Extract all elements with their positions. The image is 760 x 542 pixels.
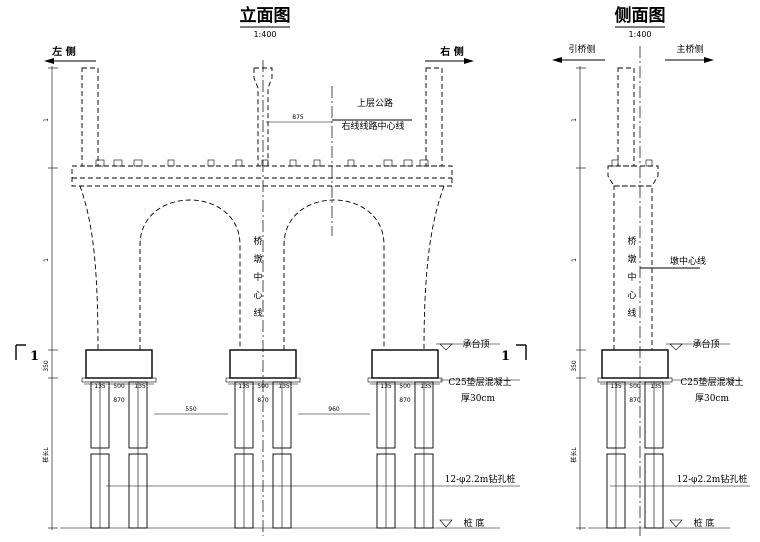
svg-text:1: 1 — [571, 258, 578, 262]
svg-text:135: 135 — [134, 383, 146, 390]
svg-text:135: 135 — [650, 383, 662, 390]
left-arch — [139, 199, 241, 350]
svg-text:500: 500 — [257, 383, 269, 390]
pier-center-char-3: 中 — [253, 271, 262, 283]
svg-text:1: 1 — [501, 349, 510, 364]
svg-text:500: 500 — [113, 383, 125, 390]
svg-text:135: 135 — [278, 383, 290, 390]
svg-text:桩长L: 桩长L — [570, 447, 578, 463]
svg-text:500: 500 — [629, 383, 641, 390]
left-arrow-icon — [44, 58, 54, 64]
svg-text:350: 350 — [571, 360, 578, 372]
upper-road-label: 上层公路 — [357, 97, 393, 109]
side-cushion-thickness-label: 厚30cm — [695, 393, 729, 404]
left-upper-column — [81, 67, 99, 167]
side-upper-column — [617, 67, 635, 167]
main-arrow-icon — [704, 57, 714, 63]
side-pier-char-2: 墩 — [627, 253, 636, 265]
pier-center-char-1: 桥 — [253, 235, 262, 247]
side-cushion-label: C25垫层混凝土 — [680, 376, 743, 388]
piles-label: 12-φ2.2m钻孔桩 — [445, 473, 516, 485]
right-upper-column — [425, 67, 443, 167]
dim-pier-height: 1 — [43, 258, 50, 262]
side-pier-char-1: 桥 — [627, 235, 636, 247]
pier-center-char-2: 墩 — [253, 253, 262, 265]
left-cushion — [81, 377, 157, 383]
side-pile-bottom-label: 桩 底 — [694, 517, 715, 529]
cushion-label: C25垫层混凝土 — [448, 376, 511, 388]
left-side-label: 左 侧 — [51, 45, 75, 58]
dim-pile-length: 桩长L — [42, 447, 50, 463]
dim-cap-height: 350 — [43, 360, 50, 372]
side-pier-char-4: 心 — [627, 290, 636, 301]
section-mark-left: 1 — [15, 344, 39, 364]
dim-550: 550 — [185, 406, 197, 413]
pier-center-char-4: 心 — [253, 290, 262, 301]
svg-text:870: 870 — [257, 397, 269, 404]
right-line-center-label: 右线线路中心线 — [341, 120, 404, 132]
pier-center-char-5: 线 — [253, 307, 262, 319]
bearings — [95, 159, 429, 167]
dim-top-height: 1 — [43, 118, 50, 122]
middle-upper-column — [253, 67, 273, 166]
right-side-label: 右 侧 — [439, 45, 463, 58]
elevation-scale: 1:400 — [253, 30, 276, 39]
left-pile-cap — [85, 349, 153, 379]
dim-960: 960 — [328, 406, 340, 413]
svg-text:1: 1 — [571, 118, 578, 122]
side-title: 侧面图 — [615, 5, 666, 26]
cap-top-marker-icon — [439, 343, 453, 351]
side-crossbeam — [607, 165, 659, 187]
side-scale: 1:400 — [628, 30, 651, 39]
svg-text:500: 500 — [399, 383, 411, 390]
side-piles-label: 12-φ2.2m钻孔桩 — [677, 473, 748, 485]
side-view: 侧面图 1:400 引桥侧 主桥侧 1 1 350 桩长L 墩中心线 桥 墩 中… — [552, 5, 750, 536]
right-arrow-icon — [464, 58, 474, 64]
section-mark-right: 1 — [501, 344, 527, 364]
pier-right-edge — [423, 185, 445, 351]
side-pier-char-5: 线 — [627, 307, 636, 319]
approach-arrow-icon — [552, 57, 562, 63]
right-pile-cap — [371, 349, 439, 379]
svg-text:870: 870 — [399, 397, 411, 404]
pile-bottom-marker-icon — [439, 519, 453, 528]
cushion-thickness-label: 厚30cm — [461, 393, 495, 404]
side-pile-cap — [601, 349, 669, 379]
right-arch — [283, 199, 385, 350]
middle-cushion — [225, 377, 301, 383]
side-pier-char-3: 中 — [627, 271, 636, 283]
dim-875: 875 — [292, 114, 304, 121]
side-pile-bottom-marker-icon — [669, 519, 683, 528]
crossbeam — [71, 165, 453, 187]
elevation-title: 立面图 — [240, 5, 291, 26]
side-cap-top-label: 承台顶 — [692, 338, 719, 350]
approach-side-label: 引桥侧 — [568, 43, 595, 55]
cap-top-label: 承台顶 — [462, 338, 489, 350]
svg-text:870: 870 — [629, 397, 641, 404]
elevation-view: 立面图 1:400 左 侧 右 侧 1 1 350 桩长L — [15, 5, 527, 536]
pier-left-edge — [79, 185, 99, 351]
side-pier-center-label: 墩中心线 — [670, 255, 706, 267]
svg-text:1: 1 — [30, 349, 39, 364]
svg-text:135: 135 — [420, 383, 432, 390]
pile-bottom-label: 桩 底 — [464, 517, 485, 529]
side-cap-top-marker-icon — [669, 343, 683, 351]
main-side-label: 主桥侧 — [676, 43, 703, 55]
svg-text:870: 870 — [113, 397, 125, 404]
